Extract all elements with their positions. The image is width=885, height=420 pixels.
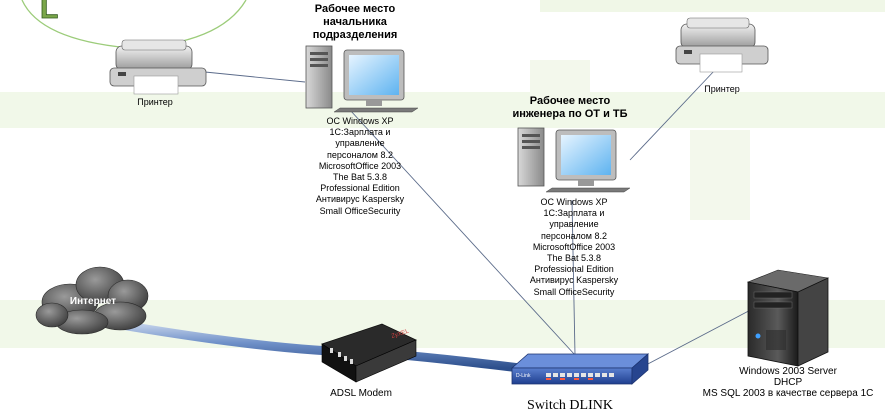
internet-cloud [35, 266, 149, 335]
workstation-engineer-title: Рабочее место инженера по ОТ и ТБ [512, 95, 628, 120]
background-decoration [0, 0, 885, 348]
workstation-head-title: Рабочее место начальника подразделения [312, 3, 398, 41]
server-icon [746, 269, 830, 367]
workstation-head-icon [305, 45, 419, 113]
workstation-engineer-software: ОС Windows XP 1С:Зарплата и управление п… [529, 197, 619, 297]
corner-letter: L [40, 0, 58, 25]
adsl-modem-label: ADSL Modem [330, 388, 392, 399]
switch-label: Switch DLINK [527, 398, 613, 413]
printer-left-label: Принтер [137, 97, 173, 107]
workstation-head-software: ОС Windows XP 1С:Зарплата и управление п… [315, 116, 405, 216]
printer-right-icon [675, 17, 769, 73]
workstation-engineer-icon [517, 127, 631, 193]
modem-brand: ZyXEL [391, 328, 411, 339]
switch-icon: D-Link [510, 353, 650, 385]
printer-left-icon [109, 39, 207, 95]
printer-right-label: Принтер [704, 84, 740, 94]
adsl-modem-icon: ZyXEL [321, 323, 417, 383]
internet-label: Интернет [69, 296, 117, 307]
switch-brand: D-Link [516, 373, 531, 379]
server-description: Windows 2003 Server DHCP MS SQL 2003 в к… [702, 366, 874, 399]
